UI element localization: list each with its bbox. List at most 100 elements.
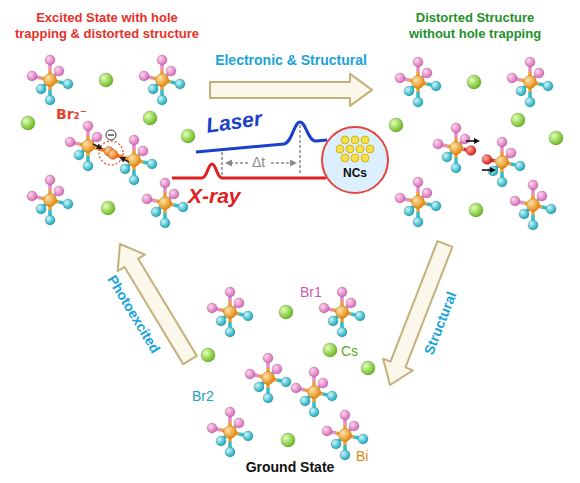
atom [507, 73, 517, 83]
atom [207, 303, 217, 313]
atom [181, 129, 195, 143]
atom [157, 55, 167, 65]
atom [482, 155, 492, 165]
beam-label: Laser [205, 106, 264, 138]
nanocrystal-dot [351, 136, 359, 144]
state-title: Excited State with hole trapping & disto… [11, 10, 203, 41]
atom [327, 391, 337, 401]
atom [234, 418, 244, 428]
atom [44, 74, 57, 87]
atom [225, 287, 235, 297]
crystal-cell [21, 55, 195, 228]
atom [234, 298, 244, 308]
atom [157, 95, 167, 105]
atom [129, 135, 139, 145]
atom-label: Cs [341, 343, 358, 359]
delay-arrow [231, 162, 248, 164]
atom [159, 197, 172, 210]
atom [528, 220, 538, 230]
atom [510, 196, 520, 206]
atom [488, 166, 498, 176]
atom [272, 364, 282, 374]
hole-region [99, 141, 123, 165]
atom [331, 439, 341, 449]
atom [216, 316, 226, 326]
delay-label: Δt [252, 154, 265, 170]
nanocrystal-dots [323, 128, 387, 192]
atom [318, 378, 328, 388]
atom [395, 73, 405, 83]
atom [63, 199, 73, 209]
atom [525, 57, 535, 67]
atom [497, 177, 507, 187]
delay-arrowhead [290, 160, 297, 167]
state-panel: Excited State with hole trapping & disto… [4, 4, 210, 244]
atom [336, 306, 349, 319]
state-title: Distorted Structure without hole trappin… [399, 10, 551, 41]
atom [404, 86, 414, 96]
atom [262, 372, 275, 385]
nanocrystal-dot [341, 136, 349, 144]
atom [346, 298, 356, 308]
atom [322, 426, 332, 436]
atom [83, 161, 93, 171]
atom [422, 188, 432, 198]
atom [143, 111, 157, 125]
atom [128, 154, 141, 167]
atom [328, 316, 338, 326]
atom [361, 361, 375, 375]
atom [413, 217, 423, 227]
ion-label: Br₂⁻ [56, 106, 87, 122]
atom [422, 68, 432, 78]
atom [101, 201, 115, 215]
atom [54, 186, 64, 196]
transition-label: Electronic & Structural [215, 52, 367, 68]
nanocrystal-dot [361, 154, 369, 162]
atom [537, 191, 547, 201]
atom [169, 189, 179, 199]
atom [243, 431, 253, 441]
delay-marker [299, 125, 301, 175]
atom [337, 287, 347, 297]
nanocrystal-dot [356, 145, 364, 153]
atom [225, 327, 235, 337]
sample-name: NCs [343, 166, 367, 180]
atom [497, 137, 507, 147]
atom [142, 194, 152, 204]
atom [469, 203, 483, 217]
atom [319, 303, 329, 313]
atom [496, 156, 509, 169]
atom [36, 84, 46, 94]
atom [156, 74, 169, 87]
atom [534, 68, 544, 78]
atom [74, 150, 84, 160]
block-arrow [210, 74, 372, 106]
atom [65, 137, 75, 147]
atom [45, 55, 55, 65]
atom [45, 175, 55, 185]
state-panel: Distorted Structure without hole trappin… [372, 4, 578, 244]
atom [245, 369, 255, 379]
atom [442, 152, 452, 162]
atom [340, 410, 350, 420]
atom [525, 97, 535, 107]
shift-arrowhead [96, 144, 103, 149]
atom [21, 116, 35, 130]
atom [524, 76, 537, 89]
atom [528, 180, 538, 190]
atom [139, 71, 149, 81]
atom [515, 161, 525, 171]
atom [431, 81, 441, 91]
atom [460, 134, 470, 144]
atom [412, 196, 425, 209]
atom [281, 433, 295, 447]
delay-arrow [271, 162, 291, 164]
hole-symbol [108, 134, 114, 135]
crystal-cell [201, 287, 375, 460]
atom [120, 164, 130, 174]
atom [147, 159, 157, 169]
atom-label: Br1 [300, 284, 322, 300]
nanocrystal-dot [341, 154, 349, 162]
